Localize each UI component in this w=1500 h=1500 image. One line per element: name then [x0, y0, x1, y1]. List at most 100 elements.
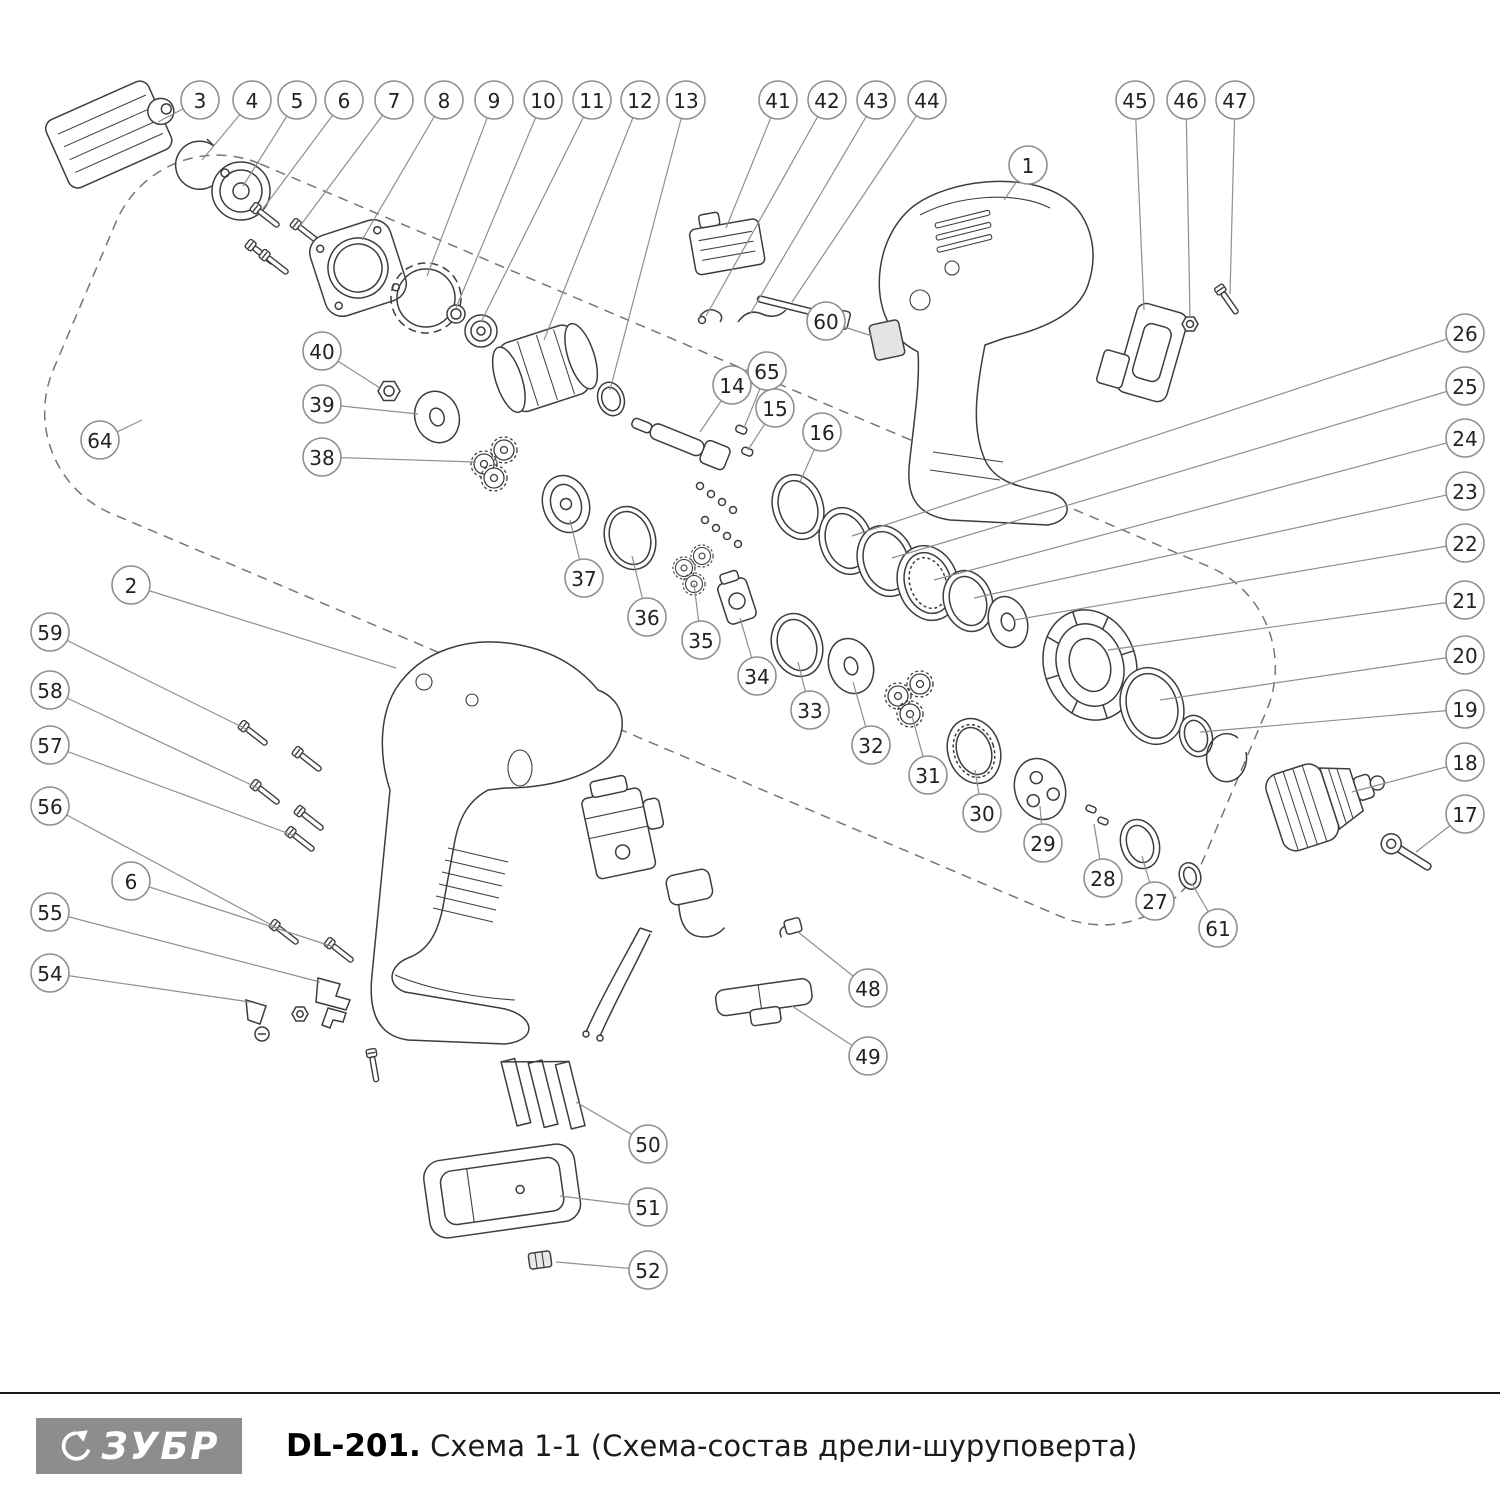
- svg-text:10: 10: [530, 89, 555, 113]
- callout-41: 41: [725, 80, 798, 229]
- part-housing-right: [878, 180, 1094, 526]
- svg-text:51: 51: [635, 1196, 660, 1220]
- svg-text:57: 57: [37, 734, 62, 758]
- callout-31: 31: [908, 715, 948, 795]
- part-bolt-head: [254, 1026, 270, 1042]
- svg-text:26: 26: [1452, 322, 1477, 346]
- svg-text:37: 37: [571, 567, 596, 591]
- callout-34: 34: [737, 617, 777, 696]
- svg-text:20: 20: [1452, 644, 1477, 668]
- svg-text:14: 14: [719, 374, 744, 398]
- svg-text:27: 27: [1142, 890, 1167, 914]
- svg-text:55: 55: [37, 901, 62, 925]
- callout-49: 49: [791, 1005, 888, 1076]
- svg-text:6: 6: [338, 89, 351, 113]
- part-bracket: [717, 569, 757, 625]
- part-chuck: [1265, 763, 1386, 852]
- svg-text:19: 19: [1452, 698, 1477, 722]
- part-carrier: [541, 474, 591, 534]
- part-bracket-small: [245, 998, 267, 1025]
- svg-text:42: 42: [814, 89, 839, 113]
- callout-6: 6: [261, 80, 364, 211]
- svg-text:39: 39: [309, 393, 334, 417]
- brand-logo: ЗУБР: [36, 1418, 242, 1474]
- part-gasket: [390, 262, 462, 334]
- svg-text:43: 43: [863, 89, 888, 113]
- callout-12: 12: [543, 80, 660, 341]
- schema-caption: DL-201. Схема 1-1 (Схема-состав дрели-шу…: [286, 1428, 1138, 1464]
- part-latch-lever: [315, 977, 352, 1011]
- part-ring: [596, 381, 626, 417]
- svg-text:49: 49: [855, 1045, 880, 1069]
- callout-47: 47: [1215, 80, 1255, 295]
- callout-42: 42: [705, 80, 847, 317]
- svg-text:15: 15: [762, 397, 787, 421]
- callout-2: 2: [111, 565, 397, 669]
- part-motor: [44, 80, 175, 189]
- svg-text:29: 29: [1030, 832, 1055, 856]
- part-planet-gear: [490, 436, 518, 464]
- svg-text:1: 1: [1022, 154, 1035, 178]
- part-screw: [365, 1047, 383, 1084]
- callout-39: 39: [302, 384, 419, 424]
- svg-text:60: 60: [813, 310, 838, 334]
- callout-3: 3: [157, 80, 220, 123]
- callout-19: 19: [1199, 689, 1485, 733]
- part-wire: [737, 309, 787, 323]
- svg-text:40: 40: [309, 340, 334, 364]
- callout-52: 52: [555, 1250, 668, 1290]
- callout-61: 61: [1191, 883, 1238, 948]
- callout-17: 17: [1415, 794, 1485, 853]
- part-angle-clip: [321, 1007, 347, 1029]
- callout-5: 5: [242, 80, 317, 187]
- part-screw: [257, 248, 292, 278]
- part-nut: [1181, 316, 1199, 332]
- callout-37: 37: [564, 519, 604, 598]
- callout-15: 15: [747, 388, 795, 451]
- svg-text:24: 24: [1452, 427, 1477, 451]
- part-ring: [771, 473, 825, 541]
- svg-text:21: 21: [1452, 589, 1477, 613]
- callout-40: 40: [302, 331, 381, 389]
- part-ring-small: [446, 304, 466, 324]
- svg-text:9: 9: [488, 89, 501, 113]
- svg-text:46: 46: [1173, 89, 1198, 113]
- part-ring: [603, 505, 657, 571]
- part-screw: [322, 936, 357, 966]
- part-chuck-screw: [1380, 833, 1432, 871]
- svg-text:6: 6: [125, 870, 138, 894]
- part-washer: [827, 637, 875, 695]
- part-steel-balls: [695, 481, 743, 549]
- part-screw: [292, 804, 327, 834]
- callout-25: 25: [891, 366, 1485, 559]
- svg-text:22: 22: [1452, 532, 1477, 556]
- part-button-small: [779, 917, 803, 938]
- part-planet-gear: [906, 670, 934, 698]
- svg-text:18: 18: [1452, 751, 1477, 775]
- svg-text:54: 54: [37, 962, 62, 986]
- part-pin: [1097, 816, 1109, 826]
- part-foam-pad: [868, 319, 906, 361]
- part-bearing-bracket: [309, 219, 407, 317]
- callout-28: 28: [1083, 823, 1123, 898]
- callout-7: 7: [299, 80, 414, 227]
- callout-23: 23: [973, 471, 1485, 599]
- callout-13: 13: [609, 80, 706, 391]
- svg-text:32: 32: [858, 734, 883, 758]
- part-clutch-housing: [1042, 609, 1138, 721]
- svg-text:47: 47: [1222, 89, 1247, 113]
- part-pinion: [377, 380, 401, 402]
- callout-26: 26: [851, 313, 1485, 537]
- svg-text:2: 2: [125, 574, 138, 598]
- part-battery-latch: [714, 978, 813, 1027]
- assembly-boundary: [43, 154, 1277, 926]
- callout-35: 35: [681, 583, 721, 660]
- svg-text:23: 23: [1452, 480, 1477, 504]
- brand-name: ЗУБР: [101, 1424, 220, 1468]
- part-housing-left: [370, 641, 623, 1045]
- callout-11: 11: [480, 80, 612, 323]
- part-washer: [413, 390, 461, 444]
- part-planet-gear: [480, 464, 508, 492]
- part-ring-gear: [946, 717, 1002, 785]
- callout-20: 20: [1159, 635, 1485, 701]
